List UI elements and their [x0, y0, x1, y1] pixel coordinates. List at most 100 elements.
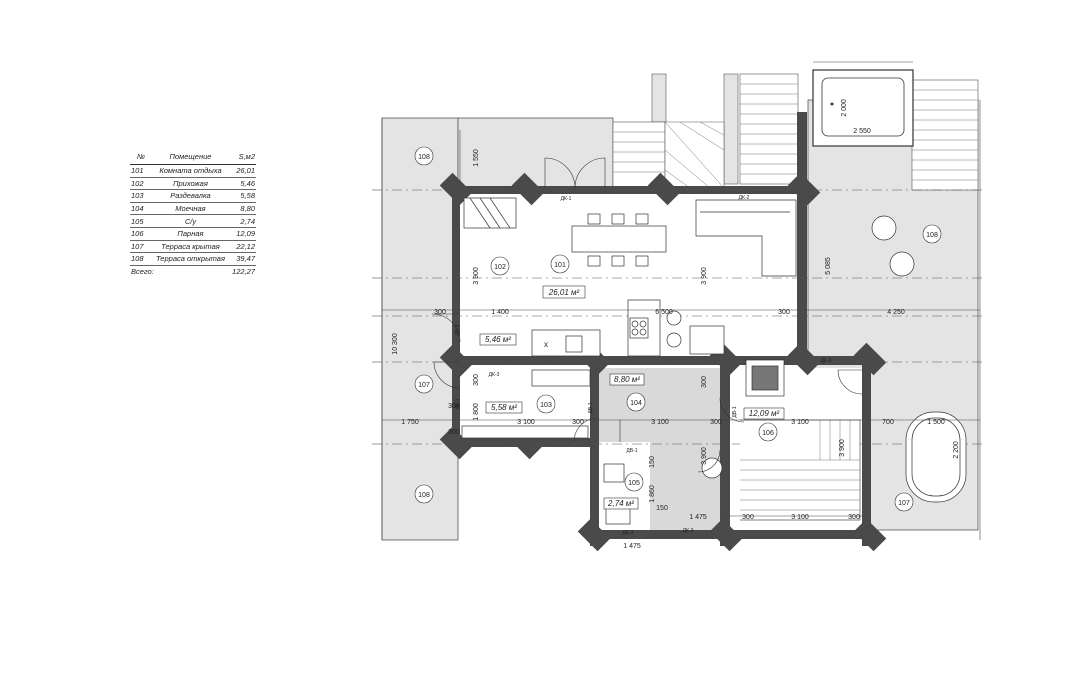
row-area: 12,09	[228, 227, 256, 241]
dimension-lines	[381, 61, 981, 540]
total-area: 122,27	[232, 267, 255, 277]
row-number: 105	[130, 214, 152, 228]
row-name: Моечная	[152, 202, 229, 216]
total-label: Всего:	[131, 267, 154, 277]
area-labels	[479, 285, 785, 510]
door-tag-dv1: ДВ-1	[732, 406, 738, 417]
row-number: 106	[130, 227, 152, 241]
corner-sofa	[695, 199, 797, 277]
hot-tub	[812, 69, 914, 147]
dim-3100: 3 100	[517, 419, 535, 426]
row-number: 101	[130, 164, 152, 178]
dim-5085: 5 085	[825, 257, 832, 275]
round-table	[871, 215, 897, 241]
terrace-stairs	[612, 73, 979, 191]
dim-1550: 1 550	[473, 149, 480, 167]
door-tag-dk3: ДК-3	[623, 530, 634, 536]
room-tag-103: 103	[540, 402, 552, 409]
dim-300: 300	[742, 514, 754, 521]
header-number: №	[130, 150, 152, 165]
area-106: 12,09 м²	[749, 409, 780, 418]
room-tag-107: 107	[418, 382, 430, 389]
dim-2550: 2 550	[853, 128, 871, 135]
door-tag-dv1: ДВ-1	[588, 402, 594, 413]
row-name: Парная	[152, 227, 229, 241]
dim-1860: 1 860	[649, 485, 656, 503]
dim-300: 300	[572, 419, 584, 426]
door-tag-dk2: ДК-2	[739, 195, 750, 201]
dim-3900: 3 900	[839, 439, 846, 457]
door-tag-dk3: ДК-3	[821, 358, 832, 364]
dim-300: 300	[434, 309, 446, 316]
row-area: 22,12	[228, 240, 256, 254]
dim-3900: 3 900	[701, 447, 708, 465]
row-number: 104	[130, 202, 152, 216]
room-schedule-total-row: Всего: 122,27	[130, 265, 256, 277]
dim-150: 150	[656, 505, 668, 512]
appliance-mark: x	[544, 340, 548, 349]
dining-table	[571, 225, 667, 253]
door-tag-dk3: ДК-3	[455, 324, 461, 335]
dim-150: 150	[649, 456, 656, 468]
dim-300: 300	[778, 309, 790, 316]
doors-swing	[431, 157, 863, 473]
dim-1800: 1 800	[473, 403, 480, 421]
row-area: 8,80	[228, 202, 256, 216]
dim-300: 300	[710, 419, 722, 426]
dim-300: 300	[448, 429, 460, 436]
door-tag-dk3: ДК-3	[489, 372, 500, 378]
dim-1400: 1 400	[491, 309, 509, 316]
area-102: 5,46 м²	[485, 335, 511, 344]
header-area: S,м2	[228, 150, 256, 165]
dim-2200: 2 200	[953, 441, 960, 459]
door-tag-dv1: ДВ-1	[626, 448, 637, 454]
door-tag-dk3: ДК-3	[683, 528, 694, 534]
header-room: Помещение	[152, 150, 229, 165]
dim-6500: 6 500	[655, 309, 673, 316]
area-103: 5,58 м²	[491, 403, 517, 412]
terrace-north	[457, 117, 614, 189]
row-area: 2,74	[228, 214, 256, 228]
dim-4250: 4 250	[887, 309, 905, 316]
dim-10300: 10 300	[392, 333, 399, 355]
dim-1475: 1 475	[689, 514, 707, 521]
dim-3100: 3 100	[791, 419, 809, 426]
room-tag-108: 108	[418, 154, 430, 161]
row-name: Раздевалка	[152, 189, 229, 203]
room-tag-107: 107	[898, 500, 910, 507]
row-name: Комната отдыха	[152, 164, 229, 178]
furniture	[461, 197, 967, 525]
row-name: Терраса открытая	[152, 252, 229, 266]
row-area: 26,01	[228, 164, 256, 178]
area-101: 26,01 м²	[548, 288, 580, 297]
dim-300: 300	[701, 376, 708, 388]
dim-2000: 2 000	[841, 99, 848, 117]
dim-300: 300	[448, 403, 460, 410]
dim-1500: 1 500	[927, 419, 945, 426]
row-name: Терраса крытая	[152, 240, 229, 254]
row-area: 5,46	[228, 177, 256, 191]
dim-1475: 1 475	[623, 543, 641, 550]
row-name: С/у	[152, 214, 229, 228]
area-105: 2,74 м²	[607, 499, 634, 508]
row-area: 39,47	[228, 252, 256, 266]
room-schedule-header: № Помещение S,м2	[130, 150, 256, 165]
room-tags	[414, 146, 942, 512]
dim-1750: 1 750	[401, 419, 419, 426]
row-number: 108	[130, 252, 152, 266]
room-tag-102: 102	[494, 264, 506, 271]
dim-700: 700	[882, 419, 894, 426]
row-number: 103	[130, 189, 152, 203]
room-tag-101: 101	[554, 262, 566, 269]
door-tag-dk3: ДК-3	[455, 398, 461, 409]
row-area: 5,58	[228, 189, 256, 203]
room-tag-108: 108	[418, 492, 430, 499]
dim-300: 300	[473, 374, 480, 386]
